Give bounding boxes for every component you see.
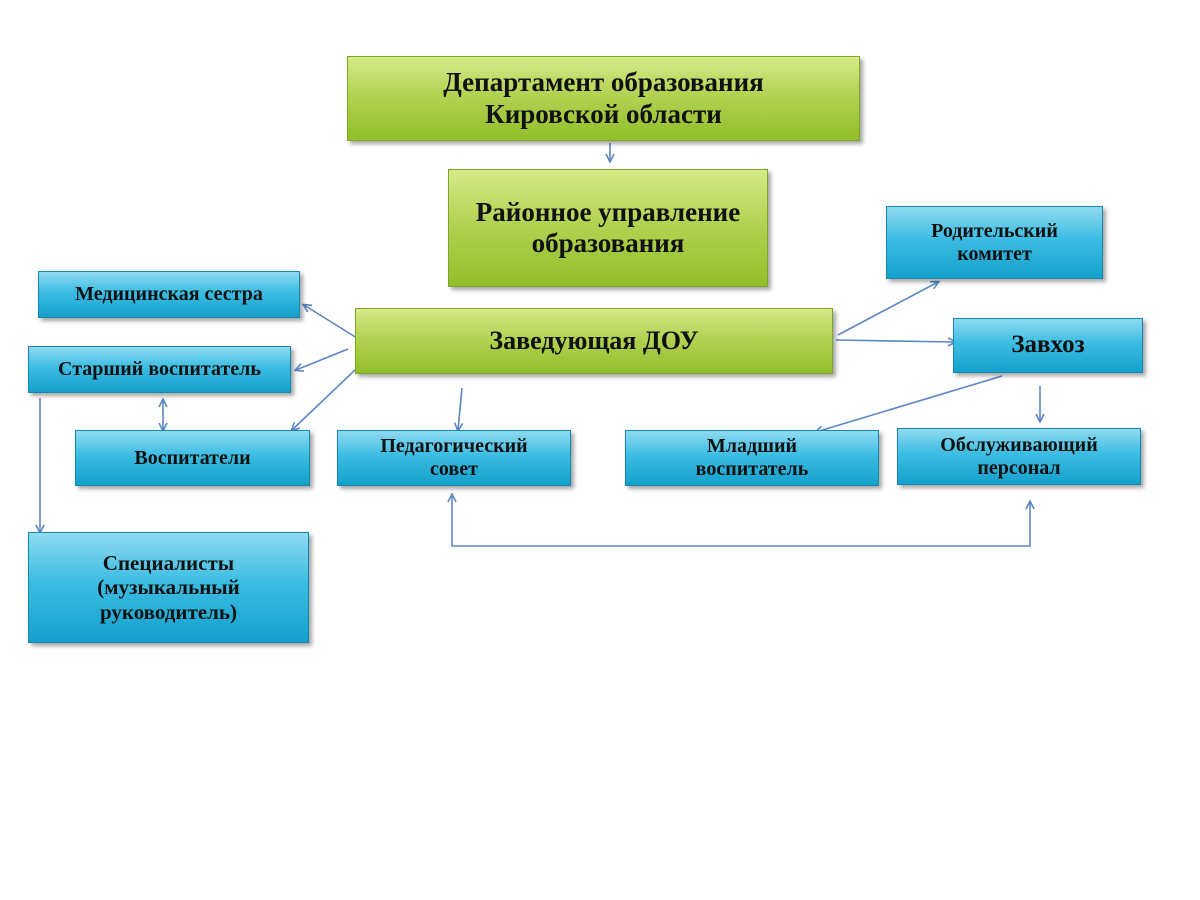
parents-committee-label: Родительский комитет: [931, 219, 1058, 265]
arrow-head-to-supply-manager: [835, 340, 955, 342]
department-box: Департамент образования Кировской област…: [347, 56, 860, 141]
ped-council-box: Педагогический совет: [337, 430, 571, 486]
junior-educator-label: Младший воспитатель: [695, 435, 809, 480]
supply-manager-box: Завхоз: [953, 318, 1143, 373]
district-label: Районное управление образования: [475, 196, 741, 258]
arrow-head-to-nurse: [304, 305, 358, 339]
nurse-box: Медицинская сестра: [38, 271, 300, 318]
nurse-label: Медицинская сестра: [75, 283, 263, 305]
specialists-label: Специалисты (музыкальный руководитель): [97, 551, 240, 624]
senior-educator-box: Старший воспитатель: [28, 346, 291, 393]
district-box: Районное управление образования: [448, 169, 768, 287]
arrow-head-to-senior-educator: [296, 348, 349, 370]
department-label: Департамент образования Кировской област…: [443, 67, 764, 129]
educators-label: Воспитатели: [134, 446, 251, 469]
arrow-supply-to-junior-educator: [816, 375, 1003, 432]
service-staff-label: Обслуживающий персонал: [940, 433, 1098, 479]
ped-council-label: Педагогический совет: [380, 435, 528, 480]
senior-educator-label: Старший воспитатель: [58, 358, 261, 380]
junior-educator-box: Младший воспитатель: [625, 430, 879, 486]
specialists-box: Специалисты (музыкальный руководитель): [28, 532, 309, 643]
arrow-head-to-educators: [292, 369, 356, 430]
arrow-head-to-ped-council: [458, 387, 462, 430]
parents-committee-box: Родительский комитет: [886, 206, 1103, 279]
educators-box: Воспитатели: [75, 430, 310, 486]
arrow-ped-council-service-staff-link: [452, 495, 1030, 547]
supply-manager-label: Завхоз: [1011, 331, 1085, 359]
arrow-head-to-parents-committee: [837, 282, 938, 336]
head-label: Заведующая ДОУ: [489, 326, 699, 356]
service-staff-box: Обслуживающий персонал: [897, 428, 1141, 485]
head-box: Заведующая ДОУ: [355, 308, 833, 374]
